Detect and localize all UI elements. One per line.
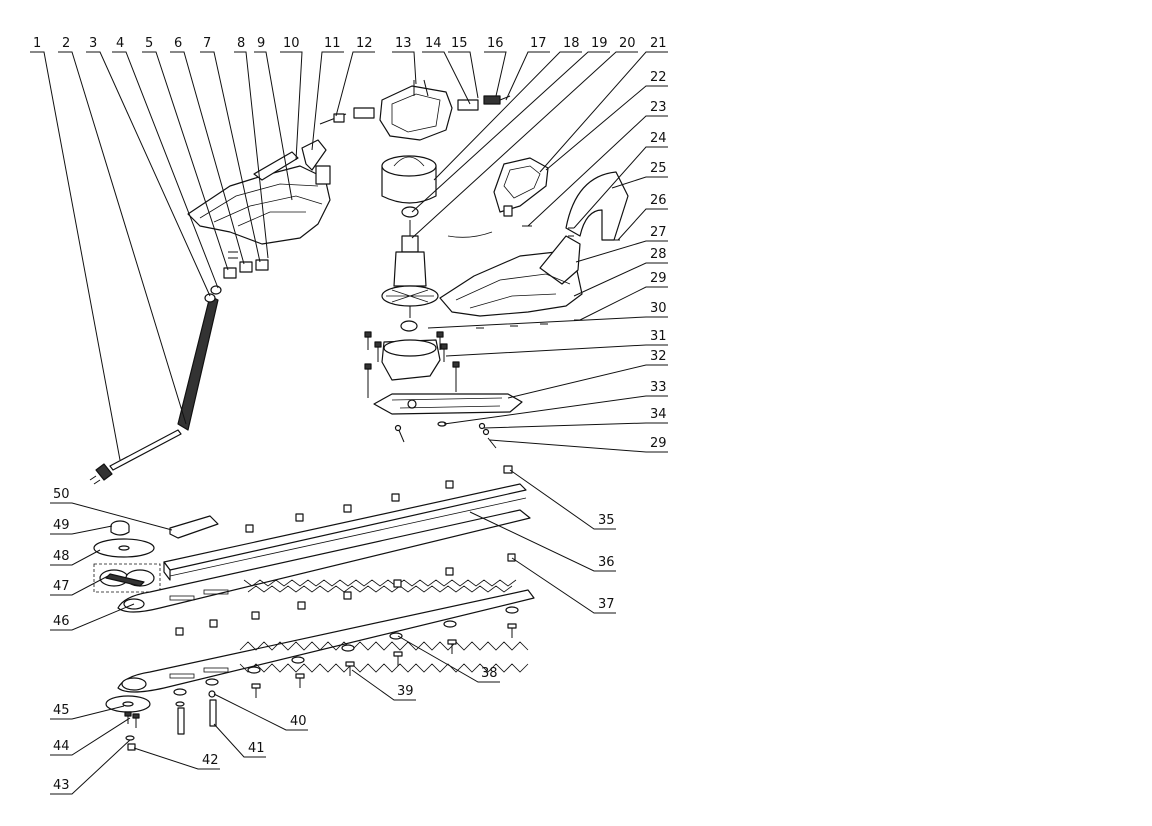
- carbon-brush-2: [483, 95, 501, 105]
- lock-lever: [301, 139, 327, 171]
- eccentric-plate-group: [93, 563, 161, 593]
- right-handle-housing: [439, 235, 583, 317]
- callout-29b: 29: [650, 436, 667, 451]
- callout-35: 35: [598, 513, 615, 528]
- callout-31: 31: [650, 329, 667, 344]
- blade-guide-rail: [163, 483, 527, 581]
- callout-12: 12: [356, 36, 373, 51]
- power-cord: [89, 429, 182, 485]
- callout-36: 36: [598, 555, 615, 570]
- callout-40: 40: [290, 714, 307, 729]
- callout-13: 13: [395, 36, 412, 51]
- brush-holder: [353, 107, 375, 119]
- callout-49: 49: [53, 518, 70, 533]
- nut: [503, 465, 513, 474]
- bearing-upper: [401, 206, 419, 218]
- callout-24: 24: [650, 131, 667, 146]
- callout-11: 11: [324, 36, 341, 51]
- callout-9: 9: [257, 36, 265, 51]
- callout-10: 10: [283, 36, 300, 51]
- callout-23: 23: [650, 100, 667, 115]
- callout-20: 20: [619, 36, 636, 51]
- gearbox-housing: [381, 339, 441, 381]
- carbon-brush: [333, 113, 345, 123]
- cord-clamp-ring-2: [210, 285, 222, 295]
- callout-6: 6: [174, 36, 182, 51]
- callout-1: 1: [33, 36, 41, 51]
- callout-28: 28: [650, 247, 667, 262]
- callout-39: 39: [397, 684, 414, 699]
- brush-holder-2: [457, 99, 479, 111]
- base-disc: [105, 695, 151, 713]
- motor-armature: [381, 220, 439, 318]
- callout-3: 3: [89, 36, 97, 51]
- callout-32: 32: [650, 349, 667, 364]
- callout-4: 4: [116, 36, 124, 51]
- callout-42: 42: [202, 753, 219, 768]
- callout-38: 38: [481, 666, 498, 681]
- parts-drawing: [89, 79, 629, 751]
- callout-47: 47: [53, 579, 70, 594]
- connecting-wire: [447, 231, 493, 238]
- callout-22: 22: [650, 70, 667, 85]
- callout-19: 19: [591, 36, 608, 51]
- callout-16: 16: [487, 36, 504, 51]
- callout-labels: 1 2 3 4 5 6 7 8 9 10 11 12 13 14 15 16 1…: [33, 36, 667, 793]
- callout-50: 50: [53, 487, 70, 502]
- bearing-lower: [400, 320, 418, 332]
- callout-14: 14: [425, 36, 442, 51]
- switch-block-2: [239, 261, 253, 273]
- cord-clamp-ring: [204, 293, 216, 303]
- callout-46: 46: [53, 614, 70, 629]
- callout-37: 37: [598, 597, 615, 612]
- lower-blade: [117, 589, 535, 693]
- callout-25: 25: [650, 161, 667, 176]
- switch-block-3: [255, 259, 269, 271]
- callout-45: 45: [53, 703, 70, 718]
- cord-sleeve: [177, 295, 219, 431]
- leader-lines: [30, 51, 668, 795]
- callout-29: 29: [650, 271, 667, 286]
- callout-41: 41: [248, 741, 265, 756]
- callout-2: 2: [62, 36, 70, 51]
- handle-cover: [493, 157, 549, 217]
- callout-26: 26: [650, 193, 667, 208]
- callout-18: 18: [563, 36, 580, 51]
- nut-2: [507, 553, 516, 562]
- callout-17: 17: [530, 36, 547, 51]
- bushing: [110, 520, 130, 536]
- left-handle-housing: [187, 165, 331, 245]
- callout-5: 5: [145, 36, 153, 51]
- callout-7: 7: [203, 36, 211, 51]
- motor-housing-top: [379, 79, 453, 141]
- callout-43: 43: [53, 778, 70, 793]
- motor-stator: [381, 155, 437, 204]
- callout-48: 48: [53, 549, 70, 564]
- callout-30: 30: [650, 301, 667, 316]
- callout-34: 34: [650, 407, 667, 422]
- callout-15: 15: [451, 36, 468, 51]
- hand-guard: [565, 171, 629, 241]
- base-plate: [373, 393, 523, 415]
- callout-44: 44: [53, 739, 70, 754]
- callout-21: 21: [650, 36, 667, 51]
- spacer-bar: [169, 515, 219, 539]
- gear-disc: [93, 538, 155, 558]
- callout-27: 27: [650, 225, 667, 240]
- callout-8: 8: [237, 36, 245, 51]
- callout-33: 33: [650, 380, 667, 395]
- switch-block: [223, 267, 237, 279]
